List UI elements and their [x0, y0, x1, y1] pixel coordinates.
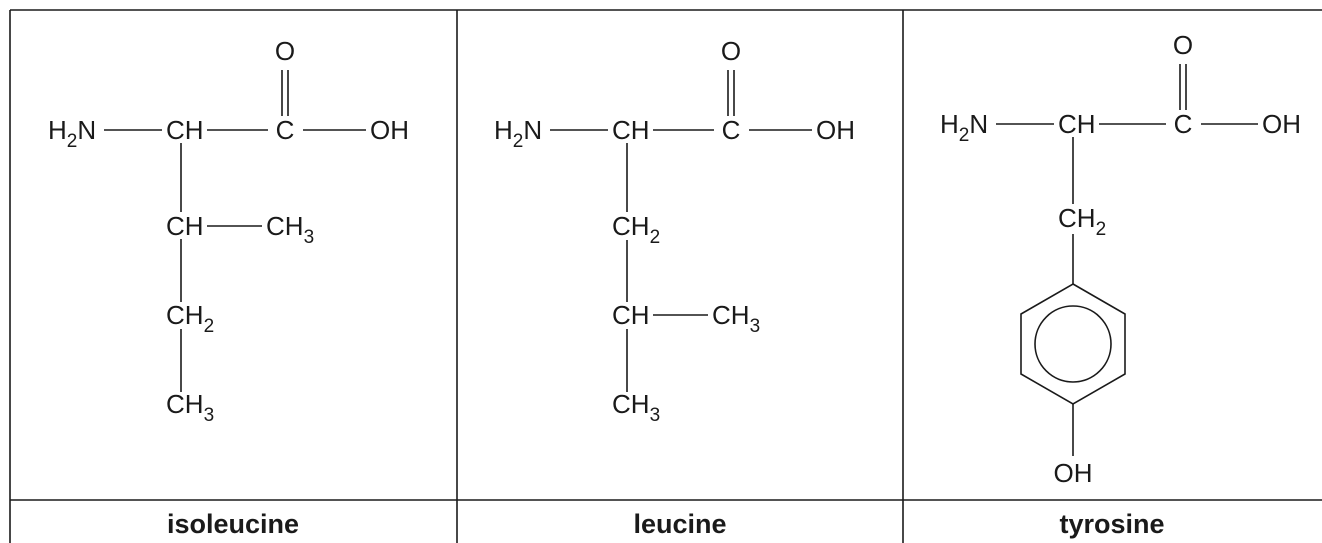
methylene-group: CH2	[166, 300, 214, 337]
label-tyrosine: tyrosine	[1059, 509, 1164, 539]
table-grid	[9, 9, 1322, 543]
alpha-carbon: CH	[166, 115, 204, 145]
hydroxyl-group: OH	[370, 115, 409, 145]
molecule-isoleucine: O H2N CH C OH CH CH3 CH2 CH3	[48, 36, 409, 426]
branch-methyl: CH3	[712, 300, 760, 337]
hydroxyl-group: OH	[816, 115, 855, 145]
amino-group: H2N	[494, 115, 542, 152]
carbonyl-oxygen: O	[275, 36, 295, 66]
benzene-ring	[1020, 283, 1126, 405]
carboxyl-carbon: C	[722, 115, 741, 145]
alpha-carbon: CH	[1058, 109, 1096, 139]
alpha-carbon: CH	[612, 115, 650, 145]
hydroxyl-group: OH	[1262, 109, 1301, 139]
carboxyl-carbon: C	[276, 115, 295, 145]
label-isoleucine: isoleucine	[167, 509, 299, 539]
label-leucine: leucine	[633, 509, 726, 539]
molecule-leucine: O H2N CH C OH CH2 CH CH3 CH3	[494, 36, 855, 426]
amino-group: H2N	[48, 115, 96, 152]
molecule-tyrosine: O H2N CH C OH CH2 OH	[940, 30, 1301, 488]
carbonyl-oxygen: O	[1173, 30, 1193, 60]
terminal-methyl: CH3	[612, 389, 660, 426]
gamma-carbon: CH	[612, 300, 650, 330]
methylene-group: CH2	[612, 211, 660, 248]
carbonyl-oxygen: O	[721, 36, 741, 66]
carboxyl-carbon: C	[1174, 109, 1193, 139]
aromatic-ring-circle	[1034, 305, 1112, 383]
beta-carbon: CH	[166, 211, 204, 241]
phenol-hydroxyl: OH	[1054, 458, 1093, 488]
methylene-group: CH2	[1058, 203, 1106, 240]
amino-group: H2N	[940, 109, 988, 146]
terminal-methyl: CH3	[166, 389, 214, 426]
branch-methyl: CH3	[266, 211, 314, 248]
